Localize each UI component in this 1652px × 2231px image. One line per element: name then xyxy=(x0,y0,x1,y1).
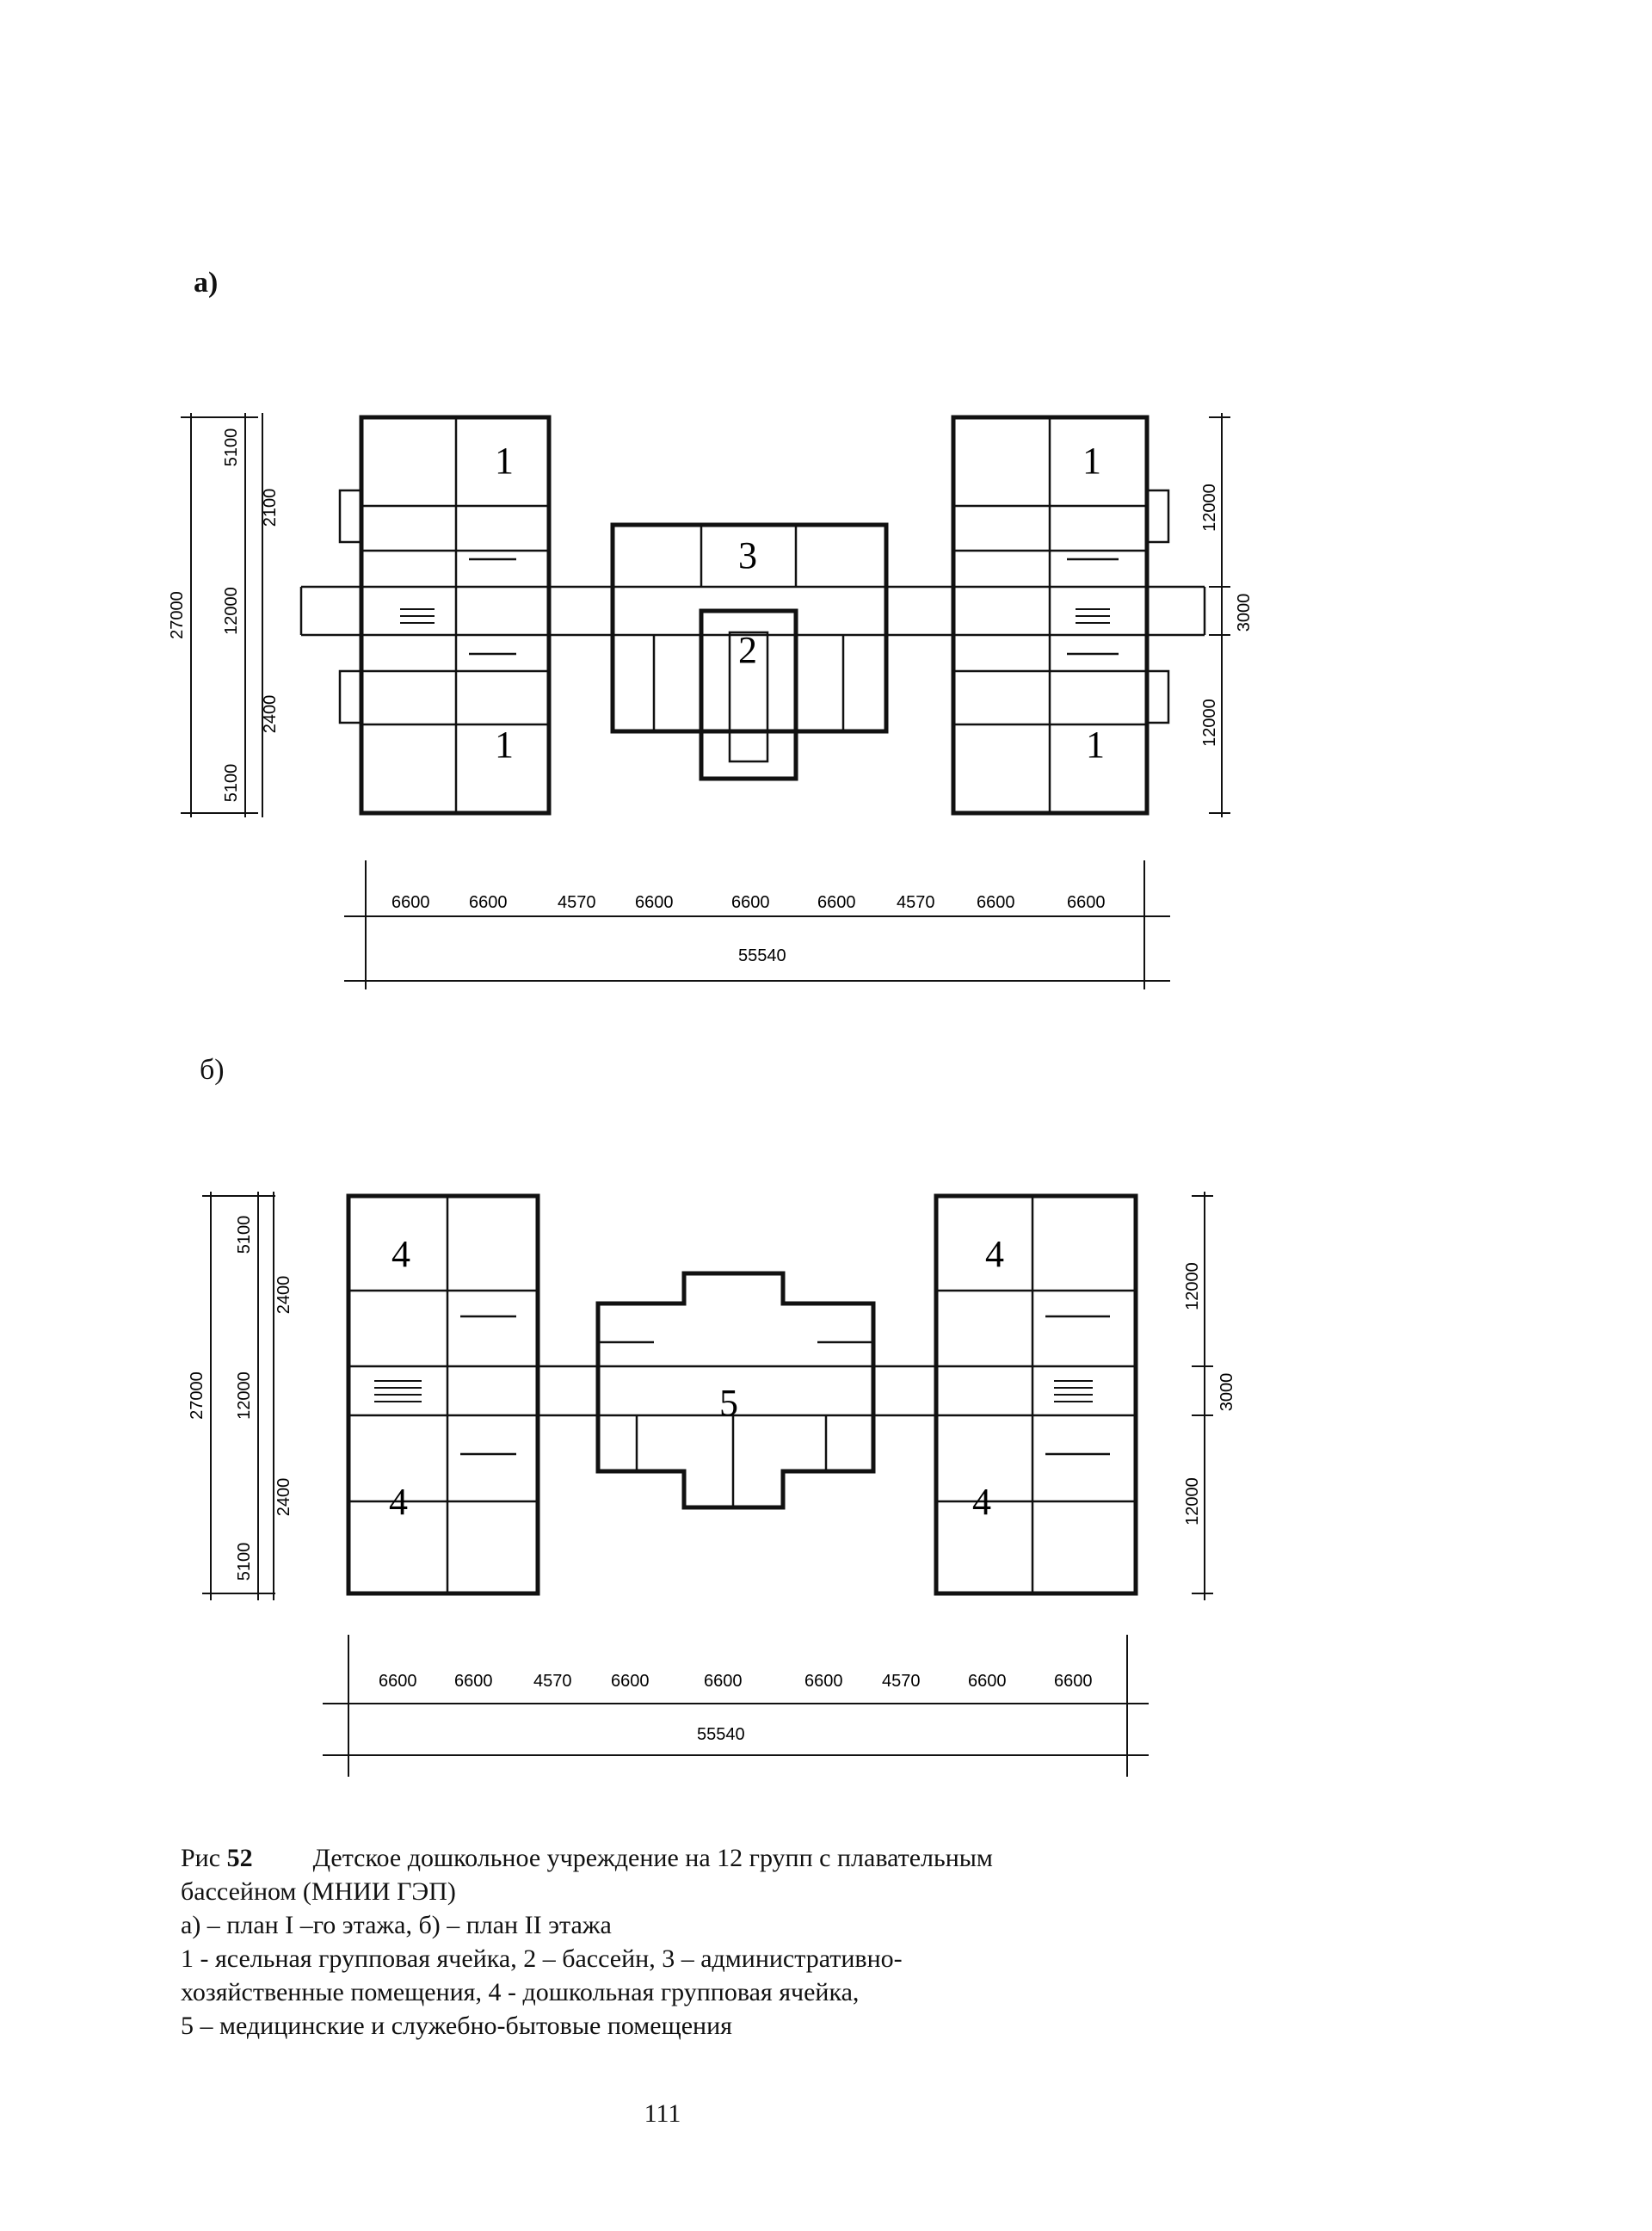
plan-a-label: а) xyxy=(194,267,219,299)
plan-a-room-1-bottom-left: 1 xyxy=(495,724,514,766)
plan-b-dim-h-6: 4570 xyxy=(882,1672,921,1691)
plan-a-room-1-top-right: 1 xyxy=(1082,440,1101,482)
plan-b-dim-v-0: 5100 xyxy=(235,1216,254,1254)
plan-a-dim-h-0: 6600 xyxy=(391,893,430,912)
plan-a-dim-v-2: 12000 xyxy=(222,587,241,635)
plan-b-dim-v-2: 12000 xyxy=(235,1371,254,1420)
plan-b-dim-h-3: 6600 xyxy=(611,1672,650,1691)
plan-a-dim-v-3: 2400 xyxy=(261,695,280,734)
plan-a-dim-r-1: 3000 xyxy=(1235,594,1254,632)
plan-b-room-4-top-left: 4 xyxy=(391,1233,410,1275)
plan-a-dim-v-total: 27000 xyxy=(168,591,187,639)
caption-title-line: Рис 52 Детское дошкольное учреждение на 1… xyxy=(181,1841,1471,1875)
plan-a-pool-block xyxy=(699,608,798,781)
plan-a-dim-h-7: 6600 xyxy=(977,893,1015,912)
figure-caption: Рис 52 Детское дошкольное учреждение на 1… xyxy=(181,1841,1471,2043)
plan-b-dim-v-total: 27000 xyxy=(188,1371,206,1420)
plan-b-dim-h-5: 6600 xyxy=(804,1672,843,1691)
caption-fig-prefix: Рис xyxy=(181,1844,227,1872)
page-number: 111 xyxy=(644,2099,681,2128)
plan-b-central-block xyxy=(595,1271,876,1510)
plan-b-dim-r-2: 12000 xyxy=(1183,1477,1202,1525)
plan-a-dim-h-8: 6600 xyxy=(1067,893,1106,912)
plan-b-dim-r-0: 12000 xyxy=(1183,1262,1202,1310)
plan-a-dim-h-3: 6600 xyxy=(635,893,674,912)
plan-a-room-2-pool: 2 xyxy=(738,629,757,671)
plan-b-room-4-bottom-left: 4 xyxy=(389,1481,408,1523)
plan-a-dim-h-2: 4570 xyxy=(558,893,596,912)
plan-b-room-5-medical: 5 xyxy=(719,1382,738,1424)
plan-a-dim-h-4: 6600 xyxy=(731,893,770,912)
plan-b-dim-v-1: 2400 xyxy=(274,1276,293,1315)
plan-a-dim-r-0: 12000 xyxy=(1200,484,1219,532)
plan-b-room-4-top-right: 4 xyxy=(985,1233,1004,1275)
floor-plan-b: 4 4 4 4 5 6600 6600 4570 6600 6600 6600 … xyxy=(188,1192,1236,1777)
caption-legend-line2: хозяйственные помещения, 4 - дошкольная … xyxy=(181,1978,860,2006)
floor-plan-a: 1 1 1 1 2 3 6600 6600 4570 6600 6600 660… xyxy=(168,413,1254,989)
caption-legend-line1: 1 - ясельная групповая ячейка, 2 – бассе… xyxy=(181,1944,903,1973)
plan-a-dim-r-2: 12000 xyxy=(1200,699,1219,747)
caption-title-part1: Детское дошкольное учреждение на 12 груп… xyxy=(312,1844,993,1872)
plan-a-dim-h-1: 6600 xyxy=(469,893,508,912)
plan-a-room-1-top-left: 1 xyxy=(495,440,514,482)
plan-a-dim-total: 55540 xyxy=(738,946,786,965)
plan-b-dim-v-4: 5100 xyxy=(235,1543,254,1581)
plan-a-dim-v-1: 2100 xyxy=(261,489,280,527)
plan-a-dim-h-6: 4570 xyxy=(897,893,935,912)
plan-a-dim-v-4: 5100 xyxy=(222,764,241,803)
plan-b-dim-h-7: 6600 xyxy=(968,1672,1007,1691)
plan-a-room-3-admin: 3 xyxy=(738,534,757,576)
plan-b-label: б) xyxy=(200,1054,225,1086)
plan-b-dim-h-4: 6600 xyxy=(704,1672,743,1691)
plan-b-dim-h-8: 6600 xyxy=(1054,1672,1093,1691)
caption-panels-line: а) – план I –го этажа, б) – план II этаж… xyxy=(181,1911,612,1939)
plan-a-central-block xyxy=(610,522,889,734)
plan-b-dim-h-0: 6600 xyxy=(379,1672,417,1691)
caption-fig-number: 52 xyxy=(226,1844,253,1872)
caption-title-part2: бассейном (МНИИ ГЭП) xyxy=(181,1877,456,1906)
plan-a-dim-v-0: 5100 xyxy=(222,428,241,467)
plan-b-dim-total: 55540 xyxy=(697,1725,745,1744)
plan-b-left-wing xyxy=(346,1193,540,1596)
plan-a-room-1-bottom-right: 1 xyxy=(1086,724,1105,766)
plan-b-right-wing xyxy=(934,1193,1138,1596)
plan-b-dim-h-1: 6600 xyxy=(454,1672,493,1691)
caption-legend-line3: 5 – медицинские и служебно-бытовые помещ… xyxy=(181,2012,732,2040)
plan-b-room-4-bottom-right: 4 xyxy=(972,1481,991,1523)
plan-a-dim-h-5: 6600 xyxy=(817,893,856,912)
plan-b-dim-r-1: 3000 xyxy=(1217,1373,1236,1412)
plan-b-dim-h-2: 4570 xyxy=(533,1672,572,1691)
plan-b-dim-v-3: 2400 xyxy=(274,1478,293,1517)
